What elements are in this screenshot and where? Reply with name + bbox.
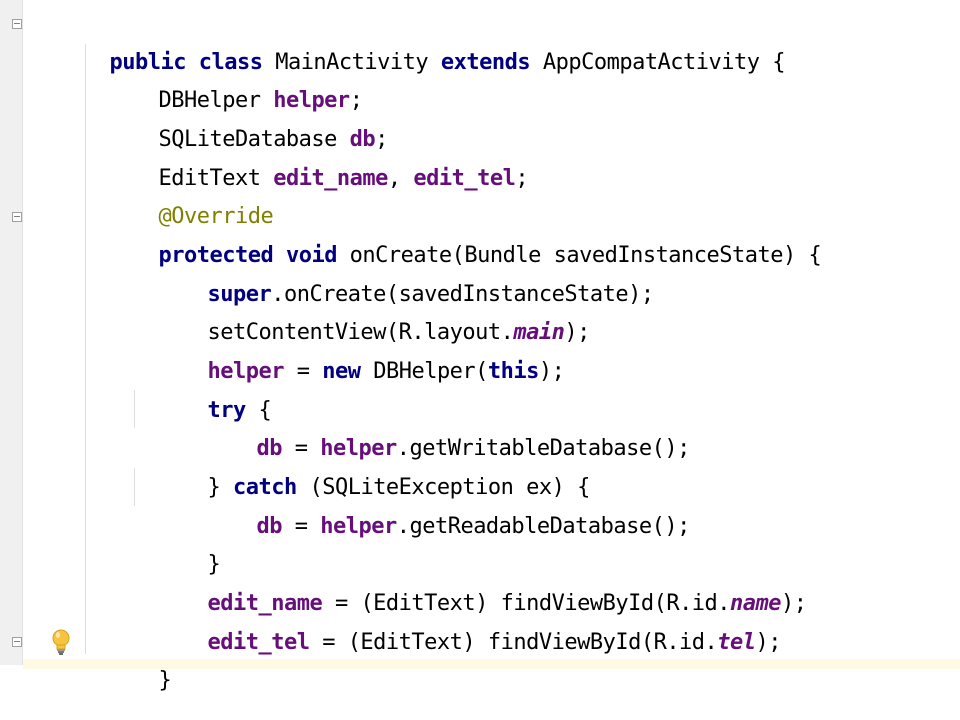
keyword: class [198, 50, 263, 75]
code-line[interactable]: edit_name = (EditText) findViewById(R.id… [131, 547, 807, 616]
code-text: ; [349, 88, 363, 113]
field-name: edit_tel [413, 166, 516, 191]
indent-guide [134, 468, 135, 506]
keyword: void [285, 243, 337, 268]
keyword: new [322, 359, 361, 384]
code-text: = (EditText) findViewById(R.id. [322, 591, 731, 616]
field-name: db [349, 127, 376, 152]
caret-row-highlight [23, 659, 960, 669]
field-name: helper [207, 359, 284, 384]
code-text: onCreate(Bundle savedInstanceState) { [336, 243, 822, 268]
code-text: = [281, 436, 321, 461]
code-line[interactable]: db = helper.getWritableDatabase(); [180, 392, 690, 461]
code-text: } [158, 668, 172, 693]
keyword: this [487, 359, 539, 384]
code-text: DBHelper [158, 88, 274, 113]
code-text: AppCompatActivity { [530, 50, 786, 75]
code-editor[interactable]: public class MainActivity extends AppCom… [23, 0, 960, 693]
keyword: try [207, 398, 246, 423]
code-text: ); [538, 359, 565, 384]
code-line[interactable]: EditText edit_name, edit_tel; [82, 122, 528, 191]
code-text: = (EditText) findViewById(R.id. [309, 630, 718, 655]
code-text: ; [515, 166, 529, 191]
lightbulb-icon[interactable] [50, 628, 72, 656]
static-field: tel [717, 630, 756, 655]
code-text: } [207, 475, 233, 500]
code-text: { [245, 398, 272, 423]
indent-guide [85, 44, 86, 654]
code-line[interactable]: public class MainActivity extends AppCom… [33, 6, 785, 75]
code-line[interactable]: edit_tel = (EditText) findViewById(R.id.… [131, 586, 781, 655]
fold-marker-icon[interactable] [12, 637, 22, 647]
code-text: = [281, 514, 321, 539]
keyword: extends [440, 50, 531, 75]
indent-guide [134, 390, 135, 428]
code-line[interactable]: } [131, 508, 220, 577]
code-text: ); [564, 320, 590, 345]
code-line[interactable]: } catch (SQLiteException ex) { [131, 431, 590, 500]
keyword: catch [232, 475, 297, 500]
code-text: } [207, 552, 221, 577]
code-text: setContentView(R.layout. [207, 320, 514, 345]
code-line[interactable]: @Override [82, 160, 273, 229]
field-name: helper [320, 514, 397, 539]
code-text: , [387, 166, 414, 191]
code-text: .getWritableDatabase(); [396, 436, 691, 461]
code-text: .getReadableDatabase(); [396, 514, 691, 539]
keyword: public [109, 50, 186, 75]
editor-gutter[interactable] [0, 0, 23, 665]
field-name: edit_tel [207, 630, 310, 655]
code-line[interactable]: super.onCreate(savedInstanceState); [131, 238, 654, 307]
code-text: MainActivity [262, 50, 441, 75]
annotation: @Override [158, 204, 274, 229]
code-line[interactable]: setContentView(R.layout.main); [131, 276, 590, 345]
code-line[interactable]: } [82, 624, 171, 693]
code-text: EditText [158, 166, 274, 191]
field-name: edit_name [273, 166, 388, 191]
code-line[interactable]: try { [131, 354, 271, 423]
keyword: super [207, 282, 272, 307]
code-text: (SQLiteException ex) { [296, 475, 590, 500]
code-text: SQLiteDatabase [158, 127, 350, 152]
code-line[interactable]: DBHelper helper; [82, 44, 362, 113]
code-line[interactable]: helper = new DBHelper(this); [131, 315, 564, 384]
code-text: ); [781, 591, 807, 616]
field-name: edit_name [207, 591, 323, 616]
code-text: ); [755, 630, 782, 655]
code-line[interactable]: db = helper.getReadableDatabase(); [180, 470, 690, 539]
field-name: helper [273, 88, 350, 113]
static-field: name [730, 591, 782, 616]
code-line[interactable]: SQLiteDatabase db; [82, 83, 388, 152]
code-text: ; [375, 127, 388, 152]
code-text: .onCreate(savedInstanceState); [271, 282, 654, 307]
code-text: = [283, 359, 323, 384]
code-text: DBHelper( [360, 359, 488, 384]
fold-marker-icon[interactable] [12, 19, 22, 29]
static-field: main [513, 320, 565, 345]
field-name: helper [320, 436, 397, 461]
field-name: db [256, 514, 282, 539]
field-name: db [256, 436, 282, 461]
fold-marker-icon[interactable] [12, 212, 22, 222]
code-line[interactable]: protected void onCreate(Bundle savedInst… [82, 199, 821, 268]
keyword: protected [158, 243, 274, 268]
